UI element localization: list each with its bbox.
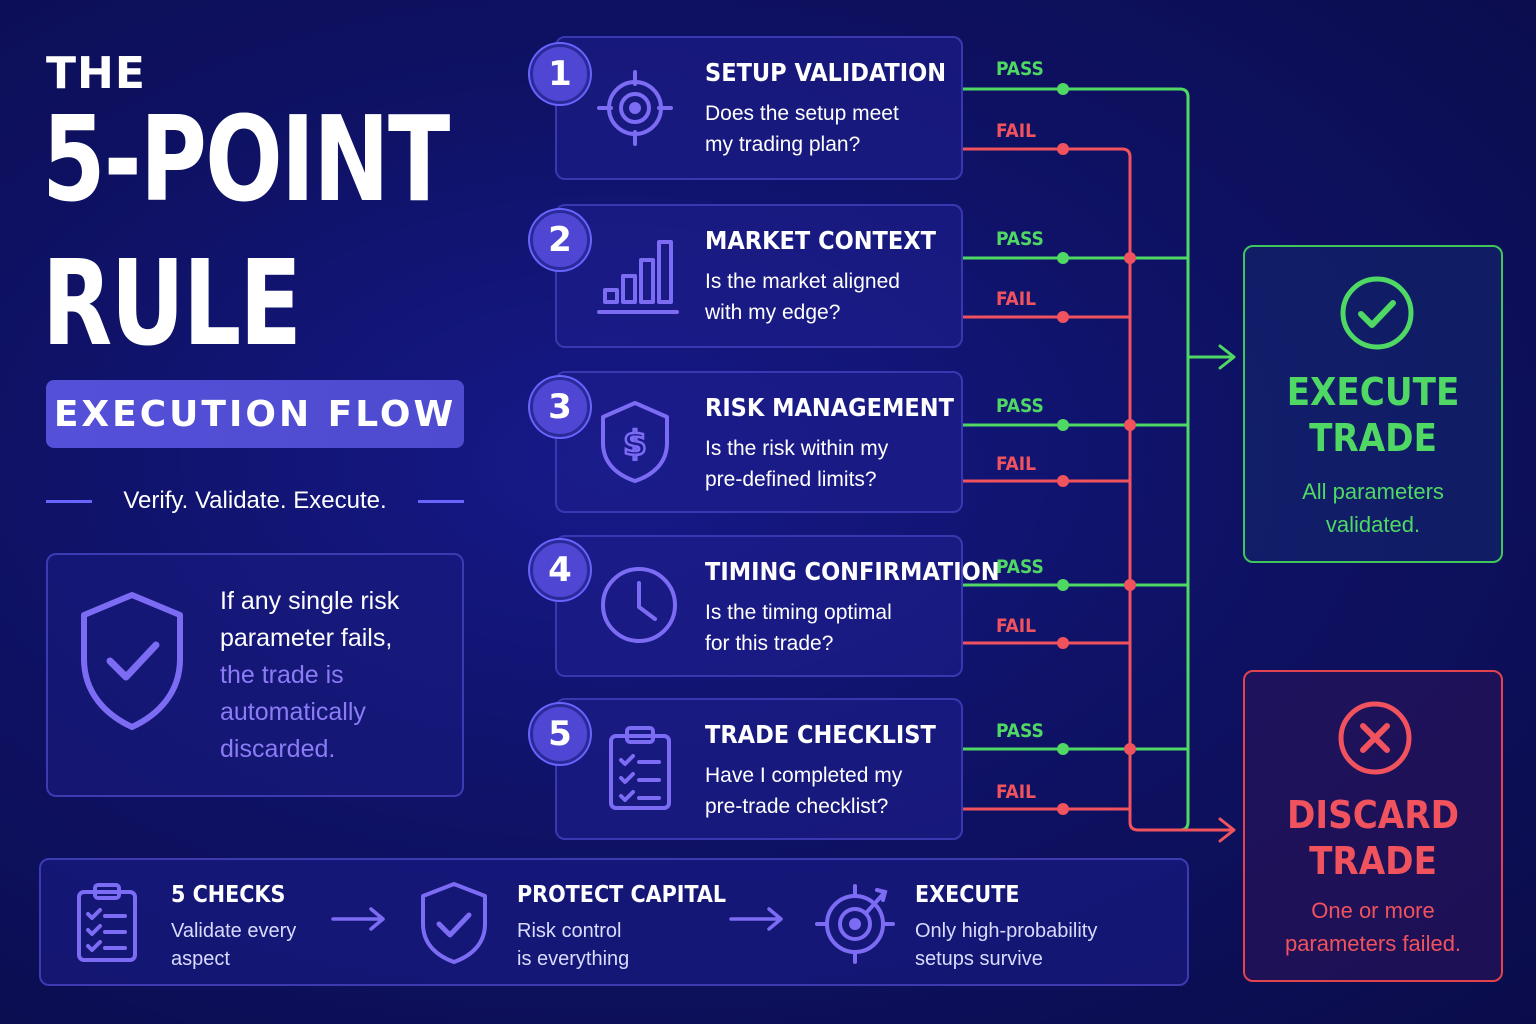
- pass-node: [1057, 252, 1069, 264]
- arrow-right-icon: [729, 907, 783, 931]
- target-icon: [815, 884, 895, 964]
- step-number-badge: 1: [530, 44, 590, 104]
- step-title: RISK MANAGEMENT: [705, 393, 954, 422]
- dollar-shield-icon: $: [601, 401, 669, 483]
- title-5-point: 5-POINT: [42, 90, 450, 228]
- rule-note-text: If any single risk parameter fails, the …: [220, 583, 450, 768]
- fail-node: [1057, 637, 1069, 649]
- clipboard-icon: [77, 883, 137, 962]
- rule-note-line: If any single risk: [220, 587, 400, 615]
- pass-arrow-head: [1218, 344, 1236, 370]
- step-title: TRADE CHECKLIST: [705, 720, 936, 749]
- rule-note-panel: If any single risk parameter fails, the …: [46, 553, 464, 797]
- step-card-timing-confirmation: TIMING CONFIRMATION Is the timing optima…: [555, 535, 1000, 677]
- pass-label: PASS: [996, 228, 1044, 250]
- clock-icon: [601, 567, 677, 643]
- title-rule: RULE: [42, 234, 302, 372]
- summary-title: EXECUTE: [915, 882, 1020, 908]
- fail-junction: [1124, 743, 1136, 755]
- rule-note-line: parameter fails,: [220, 624, 393, 652]
- pass-label: PASS: [996, 58, 1044, 80]
- pass-node: [1057, 83, 1069, 95]
- step-number-badge: 2: [530, 210, 590, 270]
- step-title: MARKET CONTEXT: [705, 226, 936, 255]
- fail-node: [1057, 475, 1069, 487]
- tagline-left-rule: [46, 499, 92, 503]
- step-number-badge: 3: [530, 377, 590, 437]
- check-circle-icon: [1340, 276, 1414, 350]
- tagline: Verify. Validate. Execute.: [123, 487, 387, 514]
- rule-note-line: discarded.: [220, 735, 336, 763]
- fail-label: FAIL: [996, 453, 1036, 475]
- target-icon: [597, 70, 673, 146]
- fail-line: [963, 147, 1232, 832]
- step-number-badge: 5: [530, 704, 590, 764]
- fail-label: FAIL: [996, 781, 1036, 803]
- tagline-right-rule: [418, 499, 464, 503]
- fail-node: [1057, 143, 1069, 155]
- fail-junction: [1124, 579, 1136, 591]
- fail-label: FAIL: [996, 288, 1036, 310]
- pass-node: [1057, 579, 1069, 591]
- fail-junction: [1124, 252, 1136, 264]
- rule-note-line: the trade is: [220, 661, 344, 689]
- arrow-right-icon: [331, 907, 385, 931]
- step-title: TIMING CONFIRMATION: [705, 557, 1000, 586]
- x-circle-icon: [1338, 701, 1412, 775]
- execution-flow-badge: EXECUTION FLOW: [46, 380, 464, 448]
- pass-node: [1057, 743, 1069, 755]
- clipboard-icon: [609, 726, 671, 810]
- bar-chart-icon: [597, 240, 679, 314]
- fail-node: [1057, 311, 1069, 323]
- pass-label: PASS: [996, 556, 1044, 578]
- fail-label: FAIL: [996, 120, 1036, 142]
- fail-label: FAIL: [996, 615, 1036, 637]
- svg-text:$: $: [623, 424, 647, 464]
- pass-node: [1057, 419, 1069, 431]
- tagline-row: Verify. Validate. Execute.: [46, 484, 464, 518]
- pass-label: PASS: [996, 720, 1044, 742]
- shield-check-icon: [421, 882, 487, 964]
- summary-title: 5 CHECKS: [171, 882, 286, 908]
- step-number-badge: 4: [530, 540, 590, 600]
- fail-node: [1057, 803, 1069, 815]
- fail-junction: [1124, 419, 1136, 431]
- pass-label: PASS: [996, 395, 1044, 417]
- rule-note-line: automatically: [220, 698, 366, 726]
- summary-title: PROTECT CAPITAL: [517, 882, 727, 908]
- shield-check-icon: [81, 592, 183, 730]
- title-the: THE: [46, 48, 146, 99]
- fail-arrow-head: [1218, 817, 1236, 843]
- step-title: SETUP VALIDATION: [705, 58, 947, 87]
